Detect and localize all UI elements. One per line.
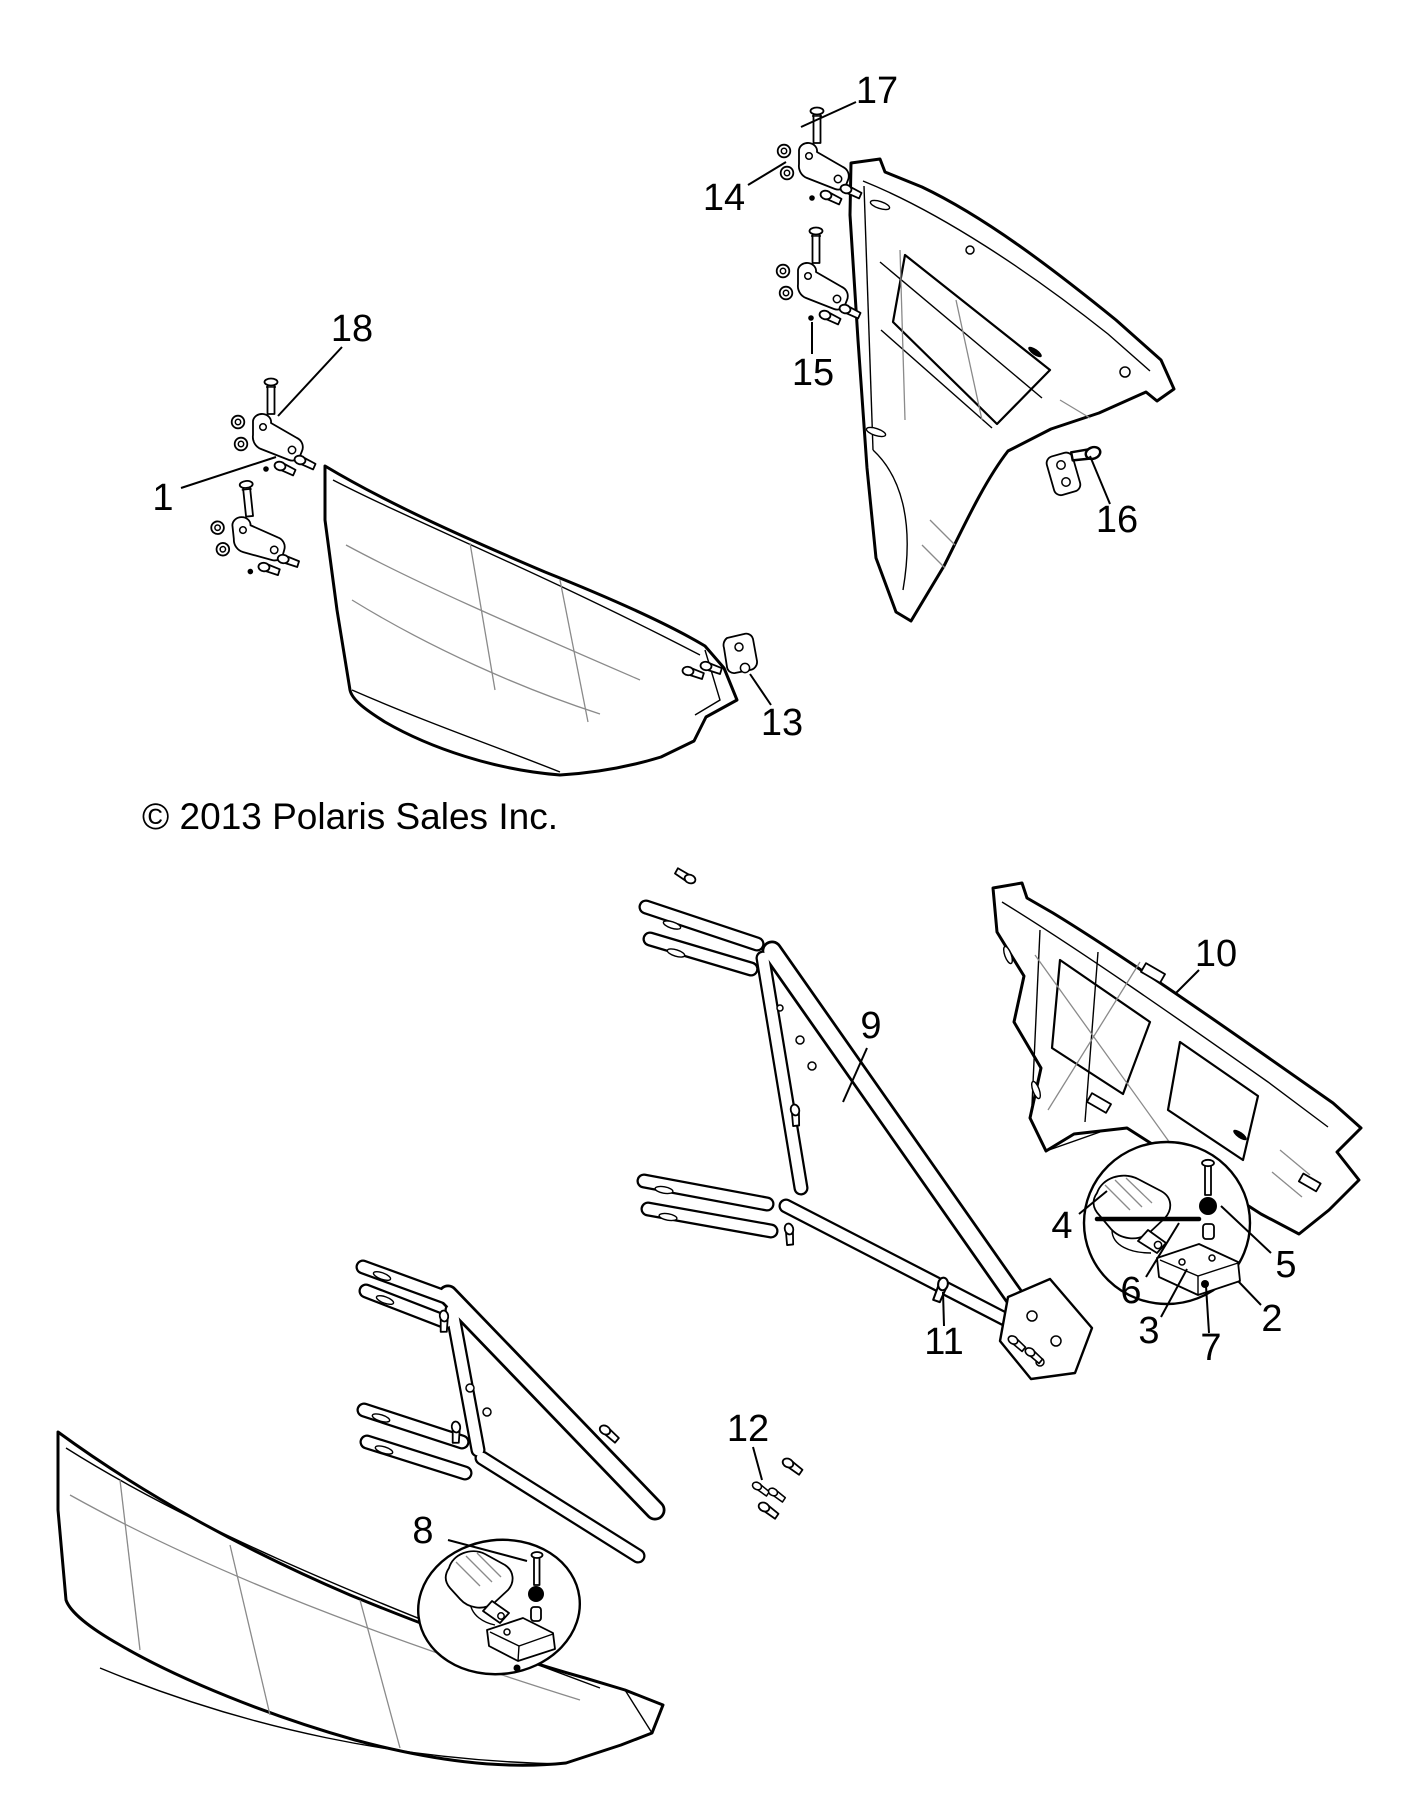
callout-10: 10 [1195, 933, 1237, 975]
callout-leader-7 [1205, 1285, 1210, 1334]
front-left-door-assembly [207, 379, 758, 777]
callout-11: 11 [924, 1321, 963, 1363]
callout-leader-1 [180, 456, 277, 489]
callout-7: 7 [1200, 1327, 1221, 1369]
door-hinge-upper-left [232, 379, 317, 476]
latch-striker-bracket-right [1045, 441, 1104, 497]
callout-leader-13 [749, 673, 772, 706]
rear-left-door-assembly [56, 1259, 806, 1767]
callout-leader-12 [752, 1446, 763, 1481]
callout-4: 4 [1051, 1205, 1072, 1247]
callout-leader-11 [942, 1291, 945, 1327]
callout-2: 2 [1261, 1298, 1282, 1340]
callout-leader-17 [800, 101, 857, 128]
callout-leader-4 [1078, 1190, 1108, 1215]
door-hinge-lower-right [777, 228, 862, 325]
callout-leader-14 [747, 161, 787, 186]
door-hinge-lower-left [207, 476, 302, 582]
callout-9: 9 [860, 1005, 881, 1047]
door-panel-front-left [323, 464, 739, 777]
callout-16: 16 [1096, 499, 1138, 541]
callout-5: 5 [1275, 1244, 1296, 1286]
callout-leader-8 [447, 1539, 528, 1562]
callout-leader-2 [1237, 1280, 1262, 1306]
striker-plate-13 [680, 632, 758, 681]
copyright-text: © 2013 Polaris Sales Inc. [142, 796, 558, 837]
callout-6: 6 [1120, 1270, 1141, 1312]
latch-detail-bubble-right [1082, 1140, 1252, 1306]
callout-17: 17 [856, 70, 898, 112]
callout-leader-5 [1220, 1205, 1272, 1254]
rear-right-door-assembly [636, 866, 1363, 1381]
callout-18: 18 [331, 308, 373, 350]
door-frame-inner-front-right [848, 157, 1176, 623]
front-right-door-assembly [777, 108, 1176, 623]
callout-12: 12 [727, 1408, 769, 1450]
door-hinge-upper-right [778, 108, 863, 205]
callout-13: 13 [761, 702, 803, 744]
door-frame-tube-rear-right [636, 866, 1094, 1381]
callout-leader-16 [1089, 455, 1111, 505]
callout-1: 1 [152, 477, 173, 519]
callout-leader-3 [1160, 1268, 1188, 1318]
callout-15: 15 [792, 352, 834, 394]
callout-leader-18 [277, 346, 343, 417]
callout-8: 8 [412, 1510, 433, 1552]
door-frame-inner-rear [991, 881, 1363, 1236]
callout-3: 3 [1138, 1310, 1159, 1352]
latch-detail-bubble-left [416, 1538, 582, 1676]
callout-14: 14 [703, 177, 745, 219]
callout-leader-9 [842, 1047, 868, 1103]
door-frame-tube-rear-left [355, 1259, 666, 1564]
callout-leader-6 [1145, 1222, 1180, 1278]
callout-leader-10 [1175, 969, 1200, 994]
